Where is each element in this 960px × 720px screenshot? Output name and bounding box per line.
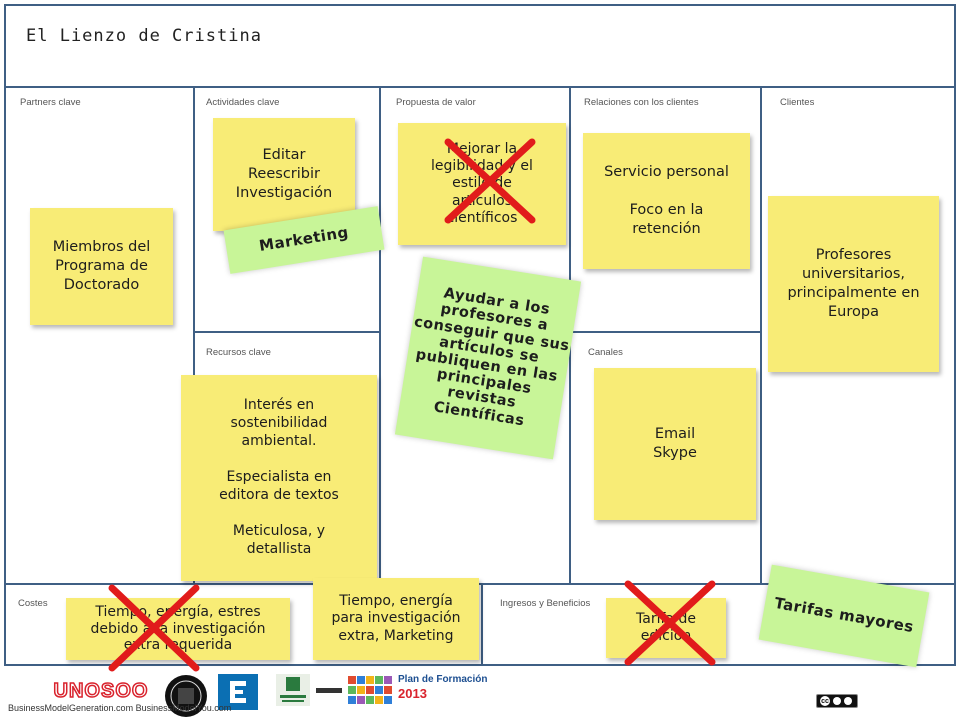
cc-license-badge: cc <box>816 694 858 708</box>
nc-icon <box>844 697 852 705</box>
footer-credit: BusinessModelGeneration.com BusinessMode… <box>8 703 232 713</box>
note-resources: Interés en sostenibilidad ambiental. Esp… <box>181 375 377 581</box>
label-revenue: Ingresos y Beneficios <box>500 598 591 609</box>
prodetur-logo <box>316 688 342 693</box>
note-costs-crossed: Tiempo, energía, estres debido a la inve… <box>66 598 290 660</box>
canvas-title: El Lienzo de Cristina <box>26 26 262 46</box>
divider-relations <box>760 86 762 583</box>
by-icon <box>833 697 841 705</box>
divider-costs-revenue <box>481 583 483 666</box>
note-channels: Email Skype <box>594 368 756 520</box>
e-logo <box>218 674 258 710</box>
plan-formacion-mosaic-icon <box>348 676 392 704</box>
label-costs: Costes <box>18 598 48 609</box>
divider-relations-channels <box>569 331 762 333</box>
cross-mark-costs <box>108 584 200 672</box>
plan-formacion-year: 2013 <box>398 686 427 701</box>
label-value: Propuesta de valor <box>396 97 476 108</box>
title-divider <box>4 86 956 88</box>
label-activities: Actividades clave <box>206 97 280 108</box>
unosoo-logo: UNOSOO <box>53 679 149 703</box>
cross-mark-value <box>444 138 536 224</box>
bottom-divider <box>4 583 956 585</box>
cross-mark-revenue <box>624 580 716 666</box>
seal-logo <box>165 675 207 717</box>
note-costs-green: Tiempo, energía para investigación extra… <box>313 578 479 660</box>
cc-icon: cc <box>820 696 830 706</box>
note-value-green: Ayudar a los profesores a conseguir que … <box>394 256 582 460</box>
label-partners: Partners clave <box>20 97 81 108</box>
note-relations: Servicio personal Foco en la retención <box>583 133 750 269</box>
sevilla-logo <box>276 674 310 706</box>
label-channels: Canales <box>588 347 623 358</box>
note-activities: Editar Reescribir Investigación <box>213 118 355 231</box>
label-resources: Recursos clave <box>206 347 271 358</box>
divider-partners <box>193 86 195 583</box>
divider-activities-resources <box>193 331 381 333</box>
label-clients: Clientes <box>780 97 815 108</box>
plan-formacion-title: Plan de Formación <box>398 674 488 685</box>
note-partners: Miembros del Programa de Doctorado <box>30 208 173 325</box>
divider-activities <box>379 86 381 583</box>
note-clients: Profesores universitarios, principalment… <box>768 196 939 372</box>
label-relations: Relaciones con los clientes <box>584 97 699 108</box>
